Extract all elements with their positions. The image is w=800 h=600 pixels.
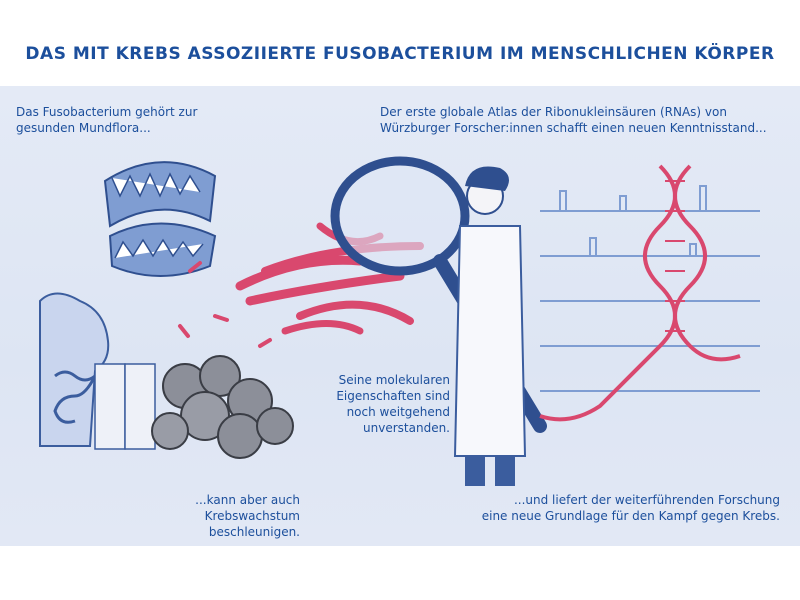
text-rna-atlas: Der erste globale Atlas der Ribonukleins… — [380, 105, 767, 135]
tumor-cells-illustration — [94, 355, 294, 459]
rna-helix-illustration — [539, 164, 741, 422]
rna-tracks-illustration — [540, 185, 760, 392]
scientist-illustration — [453, 166, 527, 486]
teeth-illustration — [103, 161, 217, 277]
infographic-illustration — [39, 156, 760, 486]
text-krebswachstum: ...kann aber auch Krebswachstum beschleu… — [195, 493, 300, 539]
text-molekulare-eigenschaften: Seine molekularen Eigenschaften sind noc… — [336, 373, 450, 435]
text-mundflora: Das Fusobacterium gehört zur gesunden Mu… — [16, 105, 198, 135]
page-title: DAS MIT KREBS ASSOZIIERTE FUSOBACTERIUM … — [25, 44, 775, 64]
text-neue-grundlage: ...und liefert der weiterführenden Forsc… — [481, 493, 780, 523]
